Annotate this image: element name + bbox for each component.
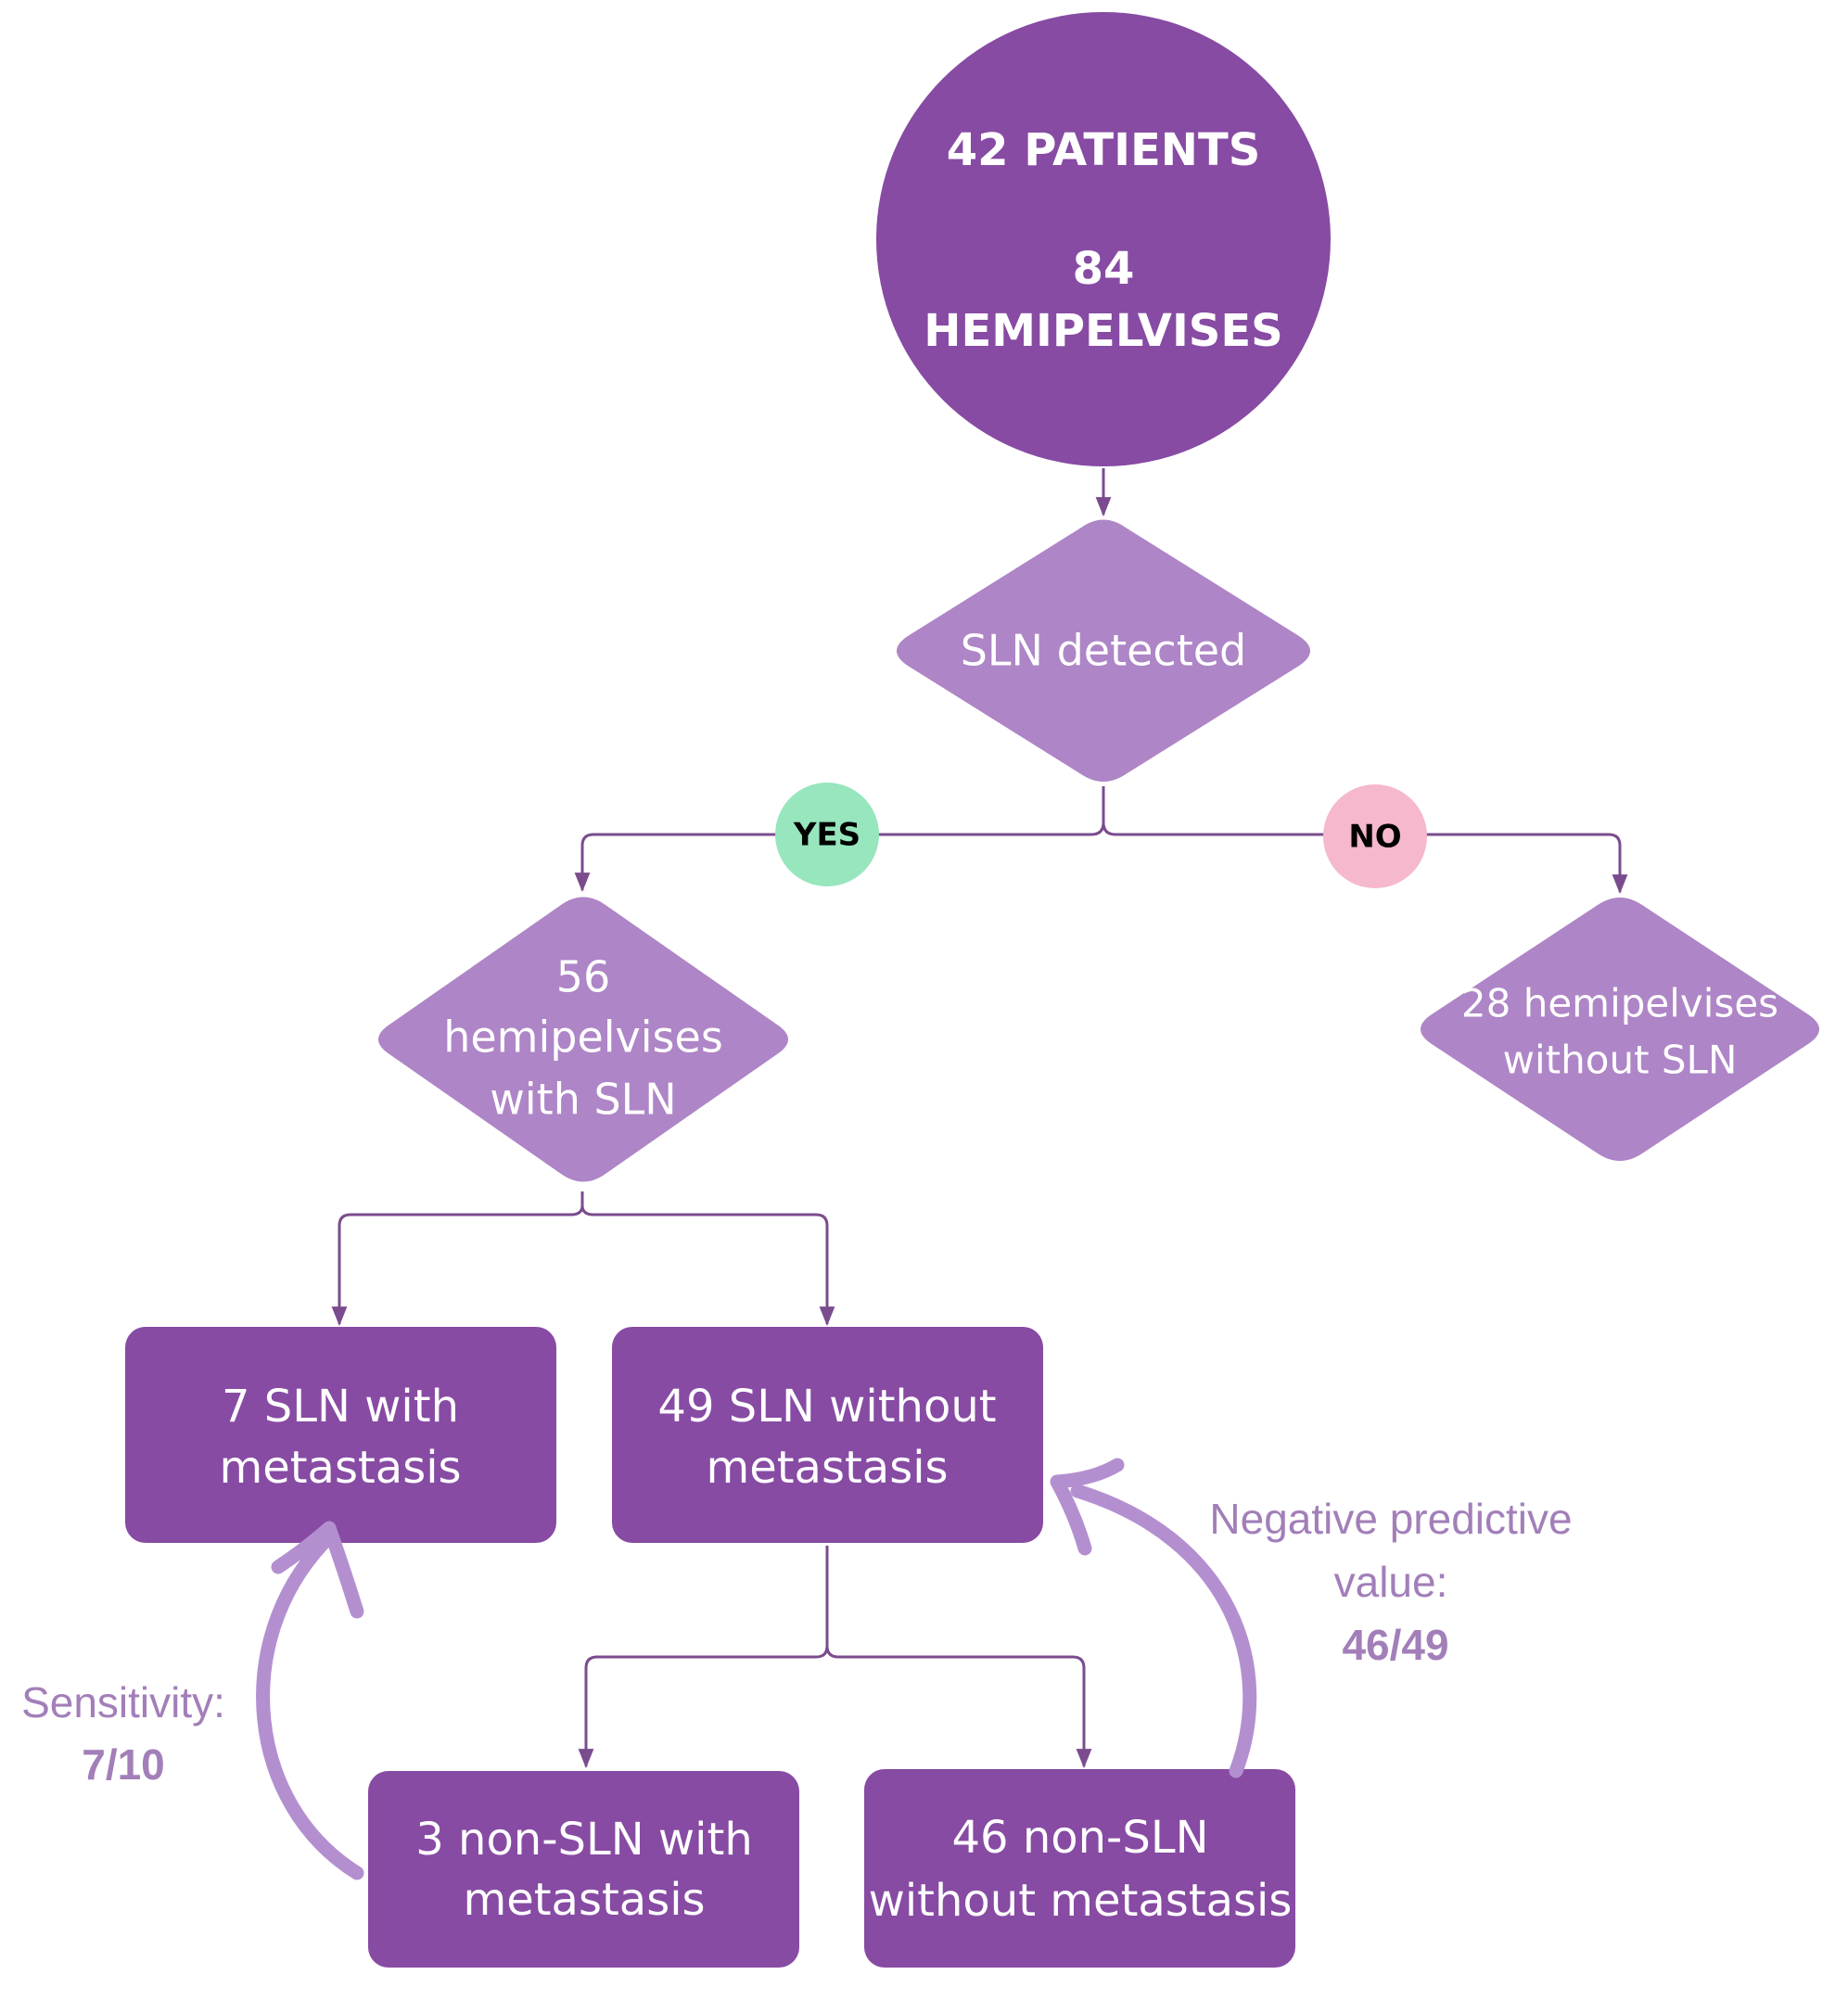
npv-arrow	[1050, 1458, 1257, 1778]
root-line1: 42 PATIENTS	[947, 124, 1261, 176]
sensitivity-arrow-head	[271, 1521, 364, 1619]
sln-met-box	[125, 1327, 556, 1543]
without-sln-line2: without SLN	[1503, 1038, 1738, 1083]
with-sln-diamond	[378, 897, 788, 1182]
sln-no-met-line1: 49 SLN without	[657, 1381, 996, 1433]
npv-annotation: Negative predictive value: 46/49	[1209, 1495, 1572, 1669]
sensitivity-label: Sensitivity:	[21, 1678, 225, 1726]
root-line2: 84	[1073, 243, 1135, 295]
sensitivity-annotation: Sensitivity: 7/10	[21, 1678, 225, 1789]
sln-no-met-line2: metastasis	[706, 1442, 948, 1494]
with-sln-line2: hemipelvises	[443, 1013, 723, 1063]
without-sln-line1: 28 hemipelvises	[1461, 981, 1778, 1026]
without-sln-node: 28 hemipelvises without SLN	[1421, 898, 1819, 1161]
nonsln-met-line2: metastasis	[463, 1874, 705, 1926]
yes-label: YES	[793, 817, 860, 854]
decision-node: SLN detected	[897, 519, 1310, 782]
sln-met-node: 7 SLN with metastasis	[125, 1327, 556, 1543]
with-sln-line1: 56	[556, 952, 611, 1002]
sln-no-met-box	[612, 1327, 1043, 1543]
npv-label-line2: value:	[1334, 1558, 1448, 1606]
no-badge: NO	[1323, 784, 1427, 888]
no-circle	[1323, 784, 1427, 888]
root-circle	[876, 12, 1331, 466]
nonsln-no-met-line1: 46 non-SLN	[952, 1812, 1209, 1864]
sensitivity-value: 7/10	[82, 1740, 165, 1789]
sln-met-line1: 7 SLN with	[222, 1381, 459, 1433]
sensitivity-arrow-curve	[256, 1536, 364, 1880]
npv-arrow-curve	[1070, 1484, 1257, 1778]
connector-withsln-to-no-met	[580, 1204, 835, 1327]
root-line3: HEMIPELVISES	[924, 305, 1282, 357]
sln-met-line2: metastasis	[219, 1442, 461, 1494]
connector-withsln-split	[331, 1191, 584, 1327]
nonsln-no-met-box	[864, 1769, 1295, 1968]
root-node: 42 PATIENTS 84 HEMIPELVISES	[876, 12, 1331, 466]
nonsln-no-met-node: 46 non-SLN without metastasis	[864, 1769, 1295, 1968]
sln-no-met-node: 49 SLN without metastasis	[612, 1327, 1043, 1543]
nonsln-no-met-line2: without metastasis	[869, 1875, 1293, 1927]
npv-value: 46/49	[1342, 1621, 1448, 1669]
npv-label-line1: Negative predictive	[1209, 1495, 1572, 1543]
no-label: NO	[1348, 819, 1401, 856]
decision-label: SLN detected	[961, 626, 1247, 676]
connectors	[331, 468, 1628, 1769]
decision-diamond	[897, 519, 1310, 782]
without-sln-diamond	[1421, 898, 1819, 1161]
nonsln-met-box	[368, 1771, 799, 1968]
connector-nomet-split	[578, 1546, 829, 1769]
with-sln-node: 56 hemipelvises with SLN	[378, 897, 788, 1182]
npv-arrow-head	[1050, 1458, 1125, 1556]
connector-nomet-to-nonsln-no-met	[825, 1645, 1092, 1769]
yes-circle	[775, 783, 879, 886]
sensitivity-arrow	[256, 1521, 364, 1880]
connector-decision-to-no	[1102, 822, 1628, 895]
with-sln-line3: with SLN	[490, 1075, 676, 1125]
nonsln-met-node: 3 non-SLN with metastasis	[368, 1771, 799, 1968]
yes-badge: YES	[775, 783, 879, 886]
nonsln-met-line1: 3 non-SLN with	[415, 1814, 753, 1866]
